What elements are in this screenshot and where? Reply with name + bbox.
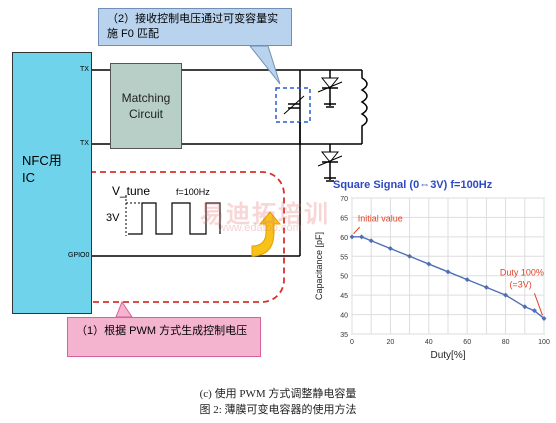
data-point <box>541 315 547 321</box>
annotation-duty-arrow <box>533 293 543 316</box>
lower-varicap-symbol <box>320 151 340 163</box>
annotation-duty-line1: Duty 100% <box>500 268 544 278</box>
y-tick-label: 50 <box>340 274 348 281</box>
x-tick-label: 100 <box>538 339 550 346</box>
pin-gpio0: GPIO0 <box>68 252 90 259</box>
x-tick-label: 40 <box>425 339 433 346</box>
x-axis-label: Duty[%] <box>430 350 465 361</box>
data-point <box>349 234 355 240</box>
capacitance-chart: 35 40 45 50 55 60 65 70 0 20 40 60 80 100 Capacitance … <box>314 196 550 361</box>
x-tick-label: 60 <box>463 339 471 346</box>
nfc-ic-label: NFC用 IC <box>22 152 62 186</box>
top-callout-line2: 施 F0 匹配 <box>107 28 159 40</box>
chart-title: Square Signal (0⇔3V) f=100Hz <box>333 179 493 191</box>
data-point <box>522 304 528 310</box>
matching-circuit-block: Matching Circuit <box>110 63 182 149</box>
data-point <box>387 246 393 252</box>
matching-label-line2: Circuit <box>128 107 163 121</box>
x-tick-label: 80 <box>502 339 510 346</box>
y-tick-label: 40 <box>340 313 348 320</box>
data-point <box>426 261 432 267</box>
top-callout: （2）接收控制电压通过可变容量实 施 F0 匹配 <box>98 8 292 46</box>
yellow-arrow <box>251 211 282 257</box>
x-tick-label: 20 <box>387 339 395 346</box>
figure-caption: 图 2: 薄膜可变电容器的使用方法 <box>199 404 357 416</box>
freq-label: f=100Hz <box>176 187 210 197</box>
upper-varicap-symbol <box>320 77 340 89</box>
nfc-ic-label-line2: IC <box>22 170 35 185</box>
data-point <box>503 292 509 298</box>
data-point <box>445 269 451 275</box>
y-tick-label: 70 <box>340 196 348 203</box>
pwm-waveform <box>128 202 221 235</box>
pin-tx2: TX <box>80 140 89 147</box>
data-point <box>359 234 365 240</box>
annotation-initial-arrow <box>353 226 361 235</box>
annotation-duty-line2: (=3V) <box>509 279 531 289</box>
pin-tx1: TX <box>80 66 89 73</box>
nfc-ic-block <box>12 52 92 314</box>
y-tick-label: 60 <box>340 235 348 242</box>
bottom-callout: （1）根据 PWM 方式生成控制电压 <box>67 317 261 357</box>
data-point <box>531 308 537 314</box>
bottom-callout-pointer <box>115 300 133 318</box>
y-tick-label: 35 <box>340 332 348 339</box>
annotation-initial: Initial value <box>358 213 403 223</box>
top-callout-pointer <box>248 45 281 85</box>
antenna-coil <box>360 70 368 144</box>
bottom-callout-text: （1）根据 PWM 方式生成控制电压 <box>76 325 248 337</box>
data-point <box>464 277 470 283</box>
data-point <box>407 253 413 259</box>
pwm-generation-region <box>47 171 285 303</box>
sub-caption: (c) 使用 PWM 方式调整静电容量 <box>199 388 357 400</box>
y-tick-label: 55 <box>340 254 348 261</box>
matching-label-line1: Matching <box>121 91 171 105</box>
vtune-label: V_tune <box>112 184 151 198</box>
tunable-cap-highlight <box>275 87 311 123</box>
y-tick-label: 65 <box>340 215 348 222</box>
y-axis-label: Capacitance [pF] <box>314 232 324 300</box>
y-tick-label: 45 <box>340 293 348 300</box>
watermark-url: www.edatop.com <box>218 222 302 234</box>
watermark-text: 易迪拓培训 <box>200 201 330 228</box>
amplitude-label: 3V <box>106 212 120 224</box>
top-callout-line1: （2）接收控制电压通过可变容量实 <box>107 13 279 25</box>
data-point <box>368 238 374 244</box>
data-point <box>483 284 489 290</box>
nfc-ic-label-line1: NFC用 <box>22 153 62 168</box>
x-tick-label: 0 <box>350 339 354 346</box>
